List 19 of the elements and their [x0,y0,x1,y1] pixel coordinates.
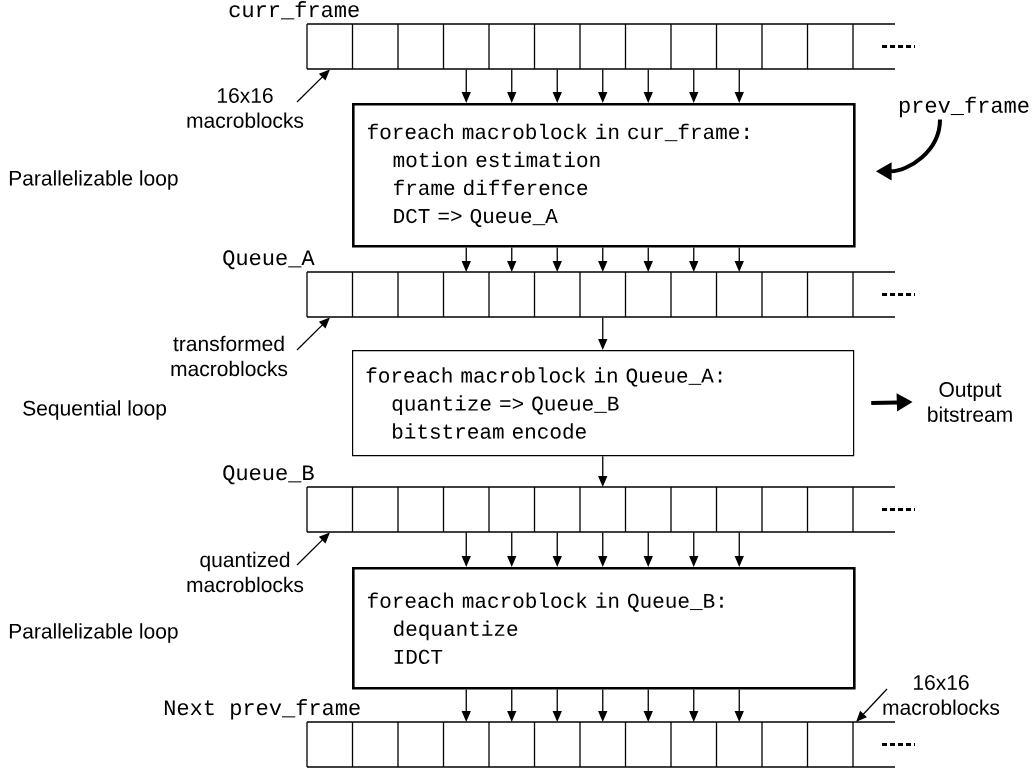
leader-line [296,532,330,566]
loop-label: Parallelizable loop [9,623,178,643]
code-box: foreach macroblock in Queue_B: dequantize IDCT [352,567,856,690]
output-label: Output bitstream [928,382,1012,422]
code-box: foreach macroblock in Queue_A: quantize => Queue_B bitstream encode [352,350,855,457]
input-label: prev_frame [899,96,1029,118]
callout-label: 16x16 macroblocks [187,88,304,128]
leader-line [856,688,888,722]
leader-line [296,69,330,103]
macroblock-strip: Queue_B [223,465,915,533]
loop-label: Sequential loop [23,400,167,420]
macroblock-strip: curr_frame [229,1,915,70]
loop-label: Parallelizable loop [9,170,178,190]
leader-line [296,317,330,351]
macroblock-strip: Queue_A [223,250,915,318]
callout-label: quantized macroblocks [187,551,304,593]
callout-label: transformed macroblocks [171,335,288,377]
code-box: foreach macroblock in cur_frame: motion estimation frame difference DCT => Queue_A [352,103,856,248]
callout-label: 16x16 macroblocks [883,675,1000,715]
